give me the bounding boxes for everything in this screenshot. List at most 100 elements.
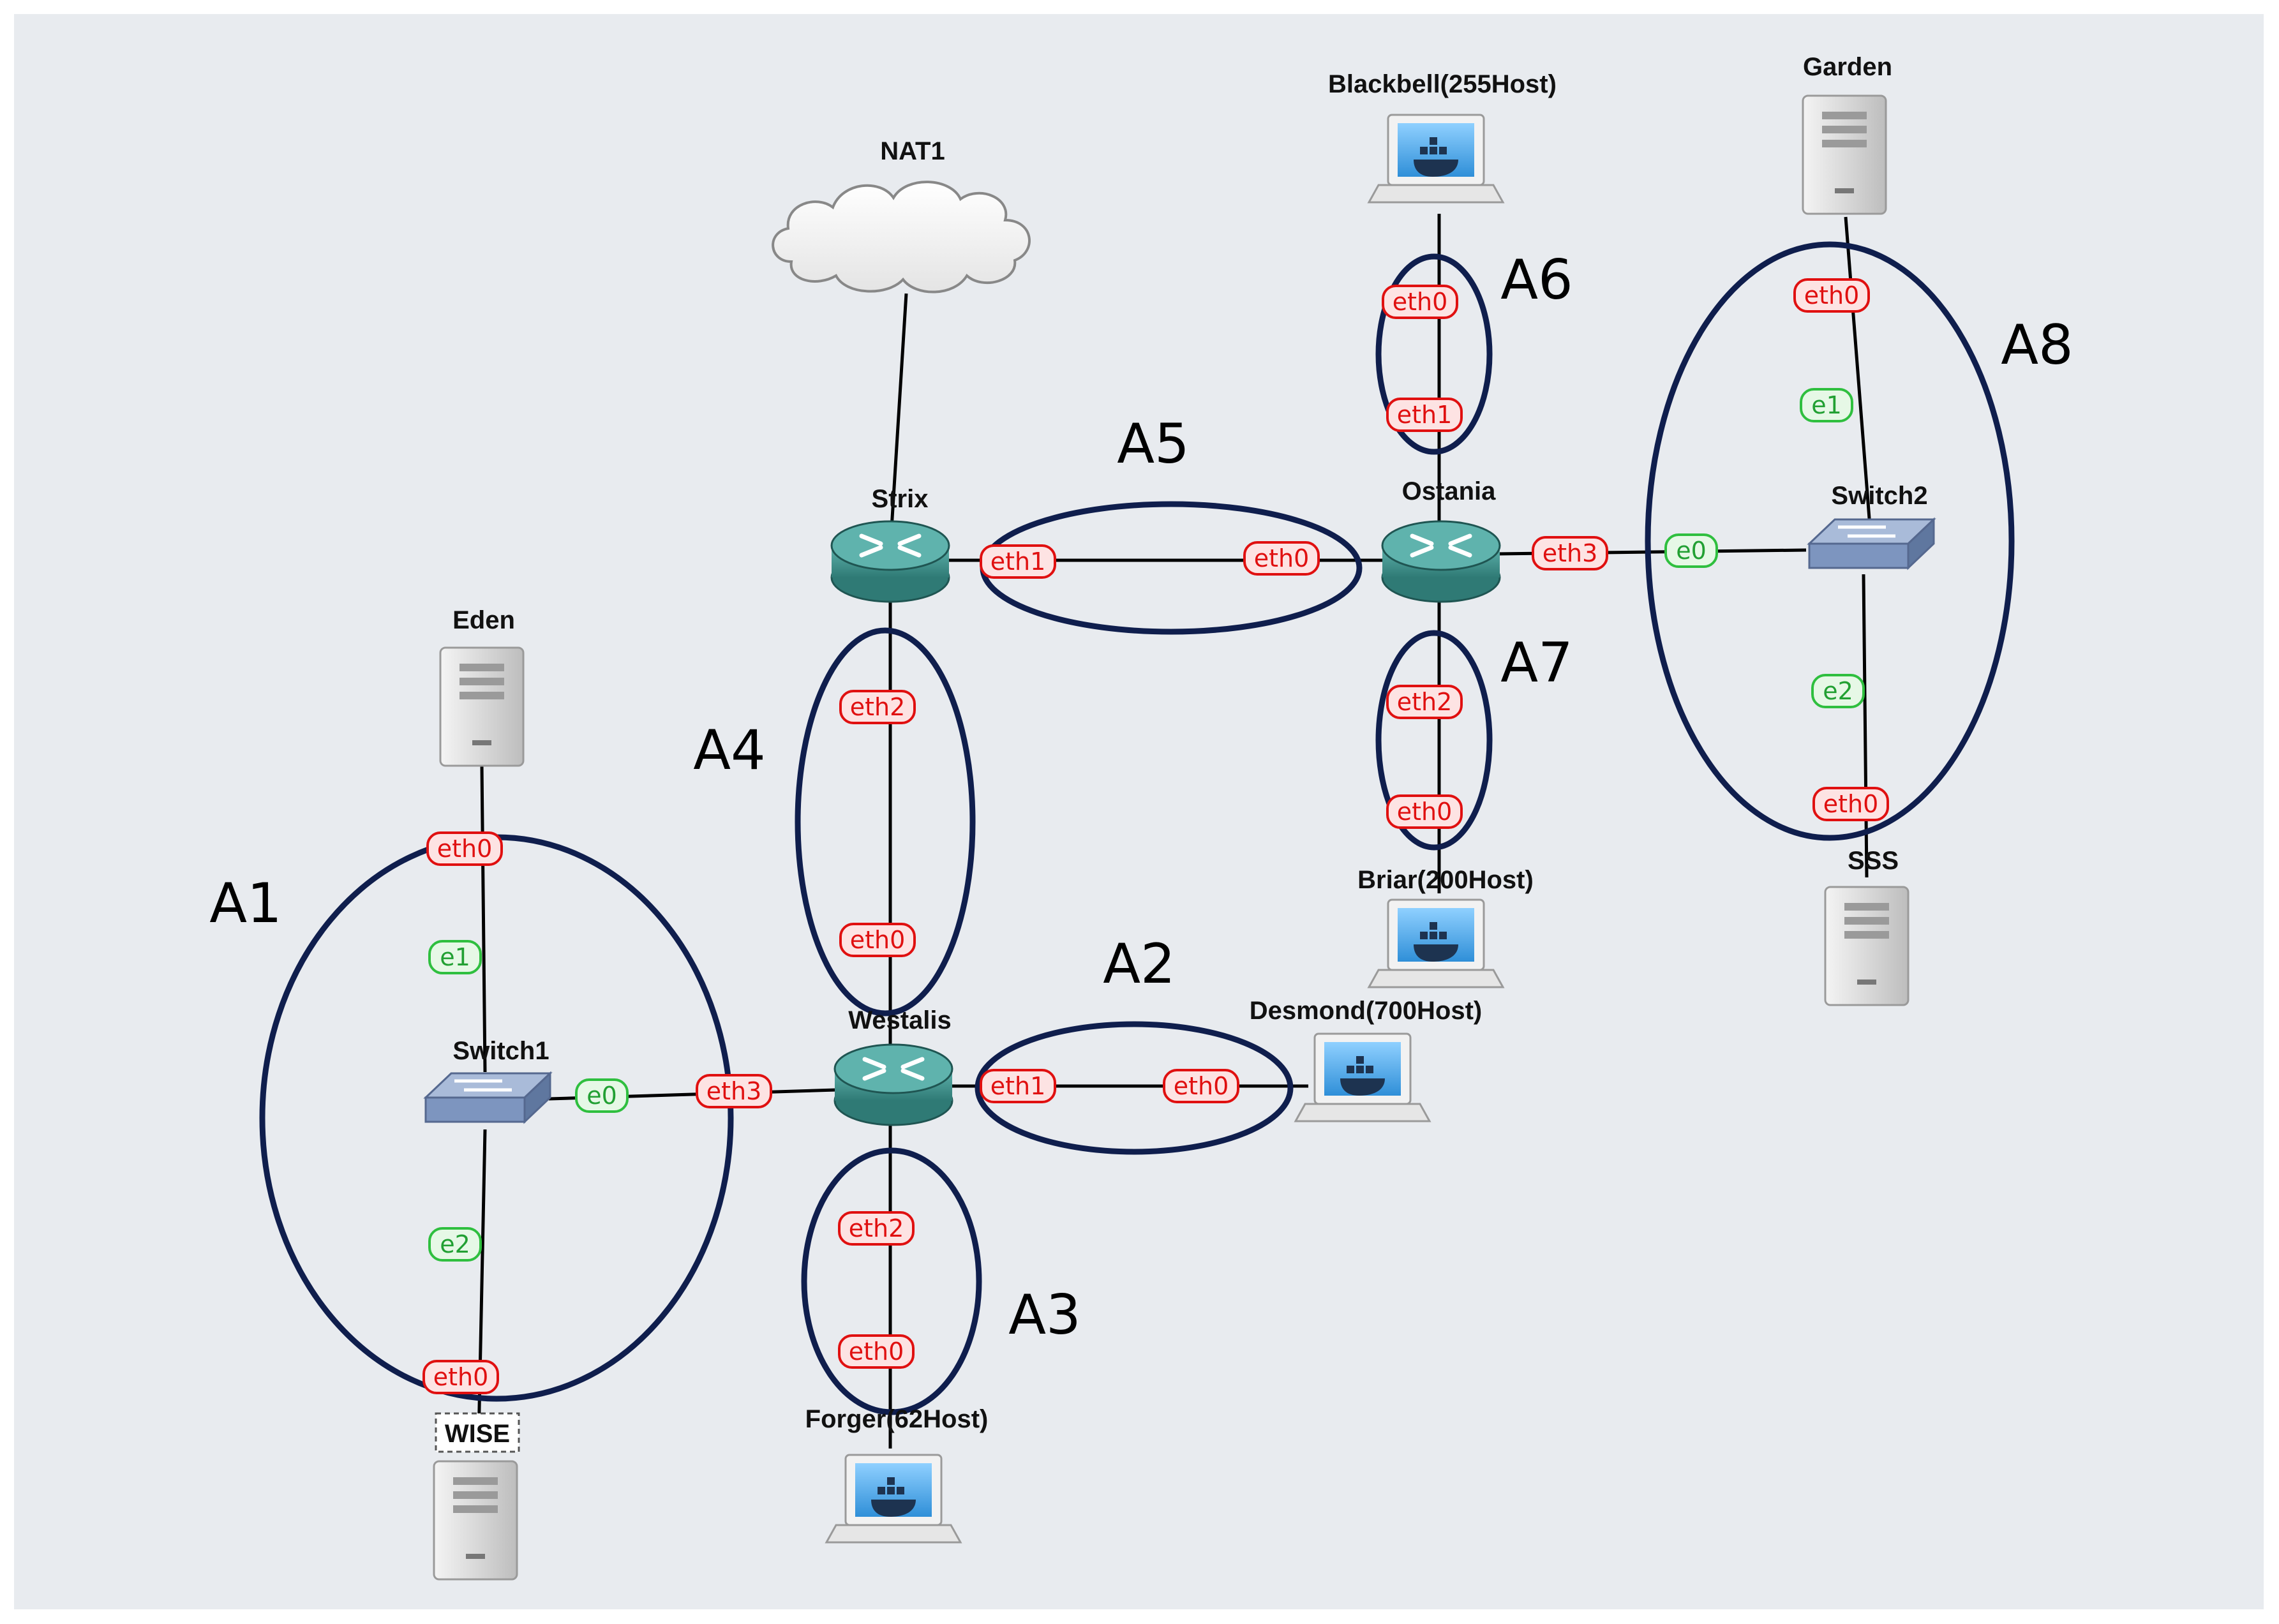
port-eden-eth0: eth0: [437, 835, 493, 863]
switch2-icon[interactable]: [1807, 517, 1936, 570]
port-badge: eth0: [1386, 794, 1463, 829]
port-ostania-eth2: eth2: [1397, 688, 1453, 716]
port-sss-eth0: eth0: [1823, 790, 1879, 818]
switch1-icon[interactable]: [423, 1071, 553, 1124]
node-label-ostania: Ostania: [1402, 477, 1496, 505]
area-label-a8: A8: [2001, 313, 2074, 377]
port-badge: eth0: [838, 1334, 915, 1369]
area-ellipse-a7: [1375, 630, 1493, 851]
node-label-forger: Forger(62Host): [805, 1405, 989, 1433]
node-label-garden: Garden: [1803, 53, 1892, 81]
server-eden-icon[interactable]: [439, 646, 525, 767]
docker-host-blackbell-icon[interactable]: [1367, 114, 1505, 204]
port-westalis-eth0: eth0: [850, 926, 906, 954]
port-badge: eth3: [696, 1074, 772, 1108]
server-sss-icon[interactable]: [1824, 886, 1909, 1006]
port-badge: e1: [428, 940, 482, 974]
node-label-eden: Eden: [452, 606, 515, 634]
port-badge: e1: [1800, 388, 1853, 422]
port-briar-eth0: eth0: [1397, 798, 1453, 826]
area-ellipse-a4: [795, 627, 976, 1017]
node-label-sss: SSS: [1848, 847, 1899, 875]
port-switch2-e2: e2: [1823, 677, 1853, 705]
docker-host-desmond-icon[interactable]: [1294, 1032, 1431, 1122]
port-ostania-eth0: eth0: [1254, 544, 1310, 572]
port-badge: eth1: [980, 1069, 1056, 1103]
node-label-westalis: Westalis: [848, 1006, 952, 1034]
port-forger-eth0: eth0: [849, 1337, 904, 1366]
wise-label-box: [435, 1412, 520, 1453]
port-strix-eth1: eth1: [990, 548, 1046, 576]
router-westalis-icon[interactable]: [833, 1043, 953, 1126]
port-badge: eth1: [980, 544, 1056, 579]
port-badge: eth2: [838, 1211, 915, 1246]
node-label-switch1: Switch1: [452, 1037, 549, 1065]
router-ostania-icon[interactable]: [1381, 520, 1501, 603]
node-label-strix: Strix: [872, 485, 929, 513]
docker-host-briar-icon[interactable]: [1367, 898, 1505, 988]
port-badge: eth0: [1163, 1069, 1239, 1103]
port-badge: eth0: [426, 831, 503, 866]
node-label-nat1: NAT1: [880, 137, 945, 165]
area-ellipse-a3: [801, 1147, 982, 1415]
area-label-a6: A6: [1500, 248, 1573, 312]
port-badge: eth1: [1386, 398, 1463, 432]
port-badge: eth0: [839, 923, 916, 957]
port-switch1-e1: e1: [440, 943, 470, 971]
port-switch2-e1: e1: [1811, 391, 1842, 419]
area-label-a2: A2: [1103, 932, 1176, 996]
area-label-a7: A7: [1500, 631, 1573, 695]
area-label-a4: A4: [693, 719, 766, 782]
docker-host-forger-icon[interactable]: [825, 1454, 962, 1544]
port-switch2-e0: e0: [1676, 537, 1707, 565]
port-badge: eth0: [422, 1360, 499, 1394]
port-wise-eth0: eth0: [433, 1363, 489, 1391]
port-desmond-eth0: eth0: [1174, 1072, 1229, 1100]
port-garden-eth0: eth0: [1804, 281, 1860, 309]
port-badge: eth0: [1243, 541, 1320, 576]
link-garden-switch2: [1844, 216, 1872, 527]
port-badge: eth0: [1793, 278, 1870, 313]
port-switch1-e2: e2: [440, 1230, 470, 1258]
port-badge: e0: [575, 1078, 629, 1113]
link-eden-switch1: [480, 765, 487, 1073]
port-badge: eth0: [1382, 285, 1458, 319]
port-blackbell-eth0: eth0: [1393, 288, 1448, 316]
node-label-blackbell: Blackbell(255Host): [1328, 70, 1557, 98]
server-garden-icon[interactable]: [1802, 94, 1887, 215]
link-nat1-strix: [888, 293, 908, 549]
node-label-wise: WISE: [445, 1420, 510, 1448]
port-westalis-eth1: eth1: [990, 1072, 1046, 1100]
port-westalis-eth3: eth3: [706, 1077, 762, 1105]
port-strix-eth2: eth2: [850, 693, 906, 721]
area-ellipse-a8: [1645, 241, 2015, 841]
area-ellipse-a2: [975, 1021, 1294, 1155]
port-badge: eth2: [1386, 685, 1463, 719]
diagram-background: [14, 14, 2264, 1609]
port-westalis-eth2: eth2: [849, 1214, 904, 1242]
port-switch1-e0: e0: [587, 1082, 617, 1110]
port-badges: eth0 e1 e0 e2 eth0 eth3 eth1 eth0 eth2 e…: [422, 278, 1889, 1394]
port-badge: e0: [1664, 533, 1718, 568]
area-labels: A1 A2 A3 A4 A5 A6 A7 A8: [209, 248, 2074, 1347]
port-badge: e2: [428, 1227, 482, 1262]
node-label-briar: Briar(200Host): [1357, 866, 1534, 894]
node-label-switch2: Switch2: [1831, 482, 1927, 510]
port-badge: e2: [1811, 674, 1865, 708]
node-labels: NAT1 Strix Ostania Westalis Switch1 Swit…: [445, 53, 1928, 1448]
port-ostania-eth1: eth1: [1397, 401, 1453, 429]
node-label-desmond: Desmond(700Host): [1250, 997, 1483, 1025]
port-badge: eth3: [1532, 536, 1608, 570]
link-switch2-sss: [1862, 574, 1869, 878]
router-strix-icon[interactable]: [830, 520, 950, 603]
area-label-a1: A1: [209, 872, 282, 935]
server-wise-icon[interactable]: [433, 1460, 518, 1581]
area-ellipse-a6: [1375, 253, 1493, 455]
port-badge: eth0: [1812, 787, 1889, 821]
nat1-cloud-icon[interactable]: [772, 181, 1031, 294]
area-label-a3: A3: [1008, 1283, 1081, 1347]
area-label-a5: A5: [1117, 412, 1190, 476]
port-ostania-eth3: eth3: [1543, 539, 1598, 567]
port-badge: eth2: [839, 690, 916, 724]
